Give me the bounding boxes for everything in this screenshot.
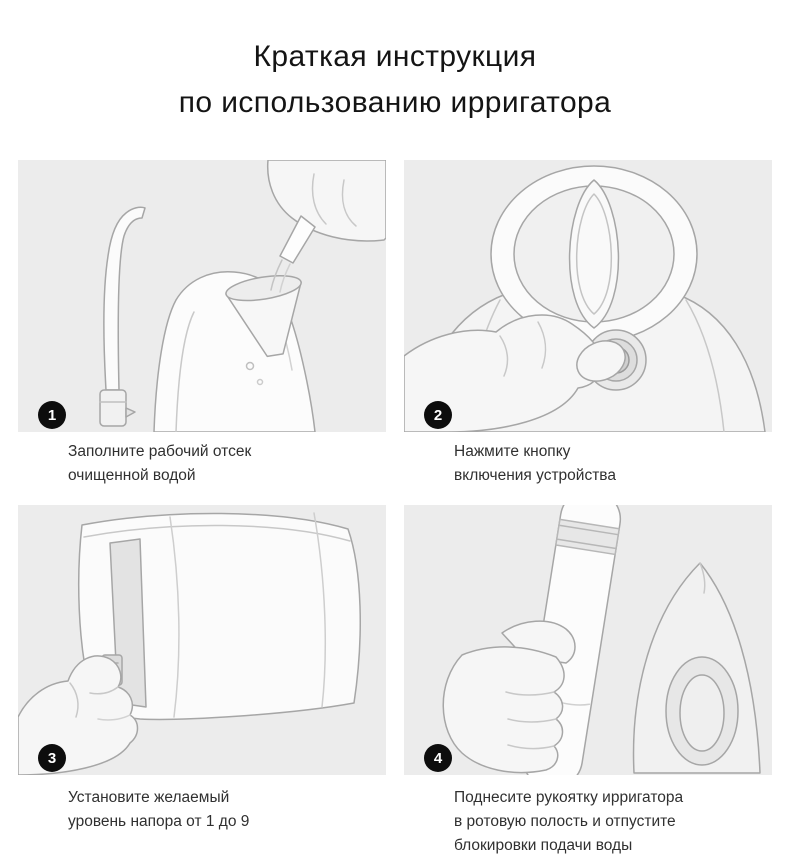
step-4-caption-line1: Поднесите рукоятку ирригатора	[454, 789, 684, 806]
page-title-line2: по использованию ирригатора	[178, 86, 612, 119]
illustration-line-art	[18, 512, 361, 775]
step-2-number-badge: 2	[424, 401, 452, 429]
hand-pouring-water	[266, 160, 386, 293]
step-1-number-badge: 1	[38, 401, 66, 429]
step-2-number: 2	[433, 406, 443, 424]
step-3-caption: Установите желаемый уровень напора от 1 …	[68, 786, 249, 834]
hand-adjusting-knob	[18, 655, 139, 775]
hand-holding-handle	[442, 620, 576, 774]
set-pressure-level-illustration	[18, 512, 361, 775]
nozzle	[99, 206, 146, 427]
step-1-caption-line1: Заполните рабочий отсек	[68, 443, 252, 460]
step-1-caption-line2: очищенной водой	[68, 467, 196, 484]
step-1-number: 1	[47, 406, 57, 424]
illustration-line-art	[442, 505, 761, 775]
step-4-number: 4	[433, 749, 443, 767]
step-3-caption-line2: уровень напора от 1 до 9	[68, 813, 250, 830]
step-1-panel: 1	[18, 160, 386, 432]
step-4-panel: 4	[404, 505, 772, 775]
illustration-line-art	[404, 165, 766, 432]
step-2-caption-line1: Нажмите кнопку	[454, 443, 571, 460]
fill-reservoir-illustration	[99, 160, 386, 432]
step-4-caption: Поднесите рукоятку ирригатора в ротовую …	[454, 786, 683, 858]
step-3-number-badge: 3	[38, 744, 66, 772]
hand-pressing-button	[404, 314, 626, 432]
handle-to-mouth-illustration	[442, 505, 761, 775]
device-body	[77, 512, 361, 721]
step-4-caption-line2: в ротовую полость и отпустите	[454, 813, 676, 830]
step-4-caption-line3: блокировки подачи воды	[454, 837, 633, 854]
illustration-line-art	[99, 160, 386, 432]
page-title-line1: Краткая инструкция	[253, 40, 537, 73]
page-title: Краткая инструкция по использованию ирри…	[0, 34, 790, 126]
step-2-caption: Нажмите кнопку включения устройства	[454, 440, 616, 488]
step-3-caption-line1: Установите желаемый	[68, 789, 230, 806]
step-2-panel: 2	[404, 160, 772, 432]
funnel	[225, 274, 302, 358]
device-base-background	[632, 562, 761, 774]
step-3-number: 3	[47, 749, 57, 767]
step-2-caption-line2: включения устройства	[454, 467, 616, 484]
step-1-caption: Заполните рабочий отсек очищенной водой	[68, 440, 251, 488]
step-3-panel: 3	[18, 505, 386, 775]
press-power-button-illustration	[404, 165, 766, 432]
step-4-number-badge: 4	[424, 744, 452, 772]
